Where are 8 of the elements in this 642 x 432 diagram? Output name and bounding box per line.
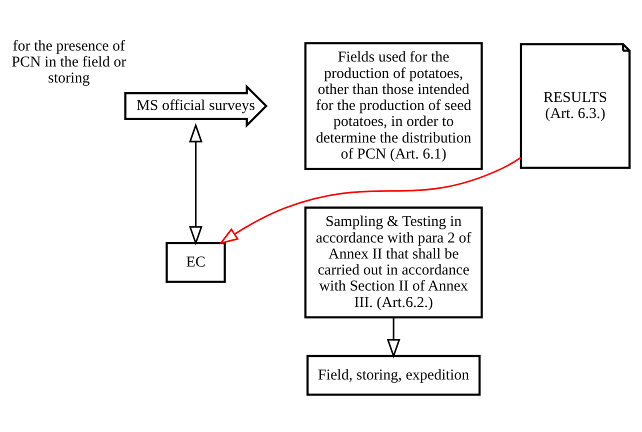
- arrow: [218, 156, 522, 244]
- node-box: Sampling & Testing in accordance with para 2 of Annex II that shall be carried out in accordance with Section II of Annex III. (Art.6.2.): [304, 206, 483, 318]
- node-box: EC: [166, 242, 226, 282]
- arrow: [188, 122, 203, 246]
- node-box: Field, storing, expedition: [306, 354, 481, 396]
- node-box: Fields used for the production of potatoes, other than those intended for the production of seed potatoes, in order to determine the distribution of PCN (Art. 6.1): [304, 42, 483, 170]
- node-label: for the presence of PCN in the field or storing: [12, 38, 126, 86]
- arrow: [386, 317, 400, 358]
